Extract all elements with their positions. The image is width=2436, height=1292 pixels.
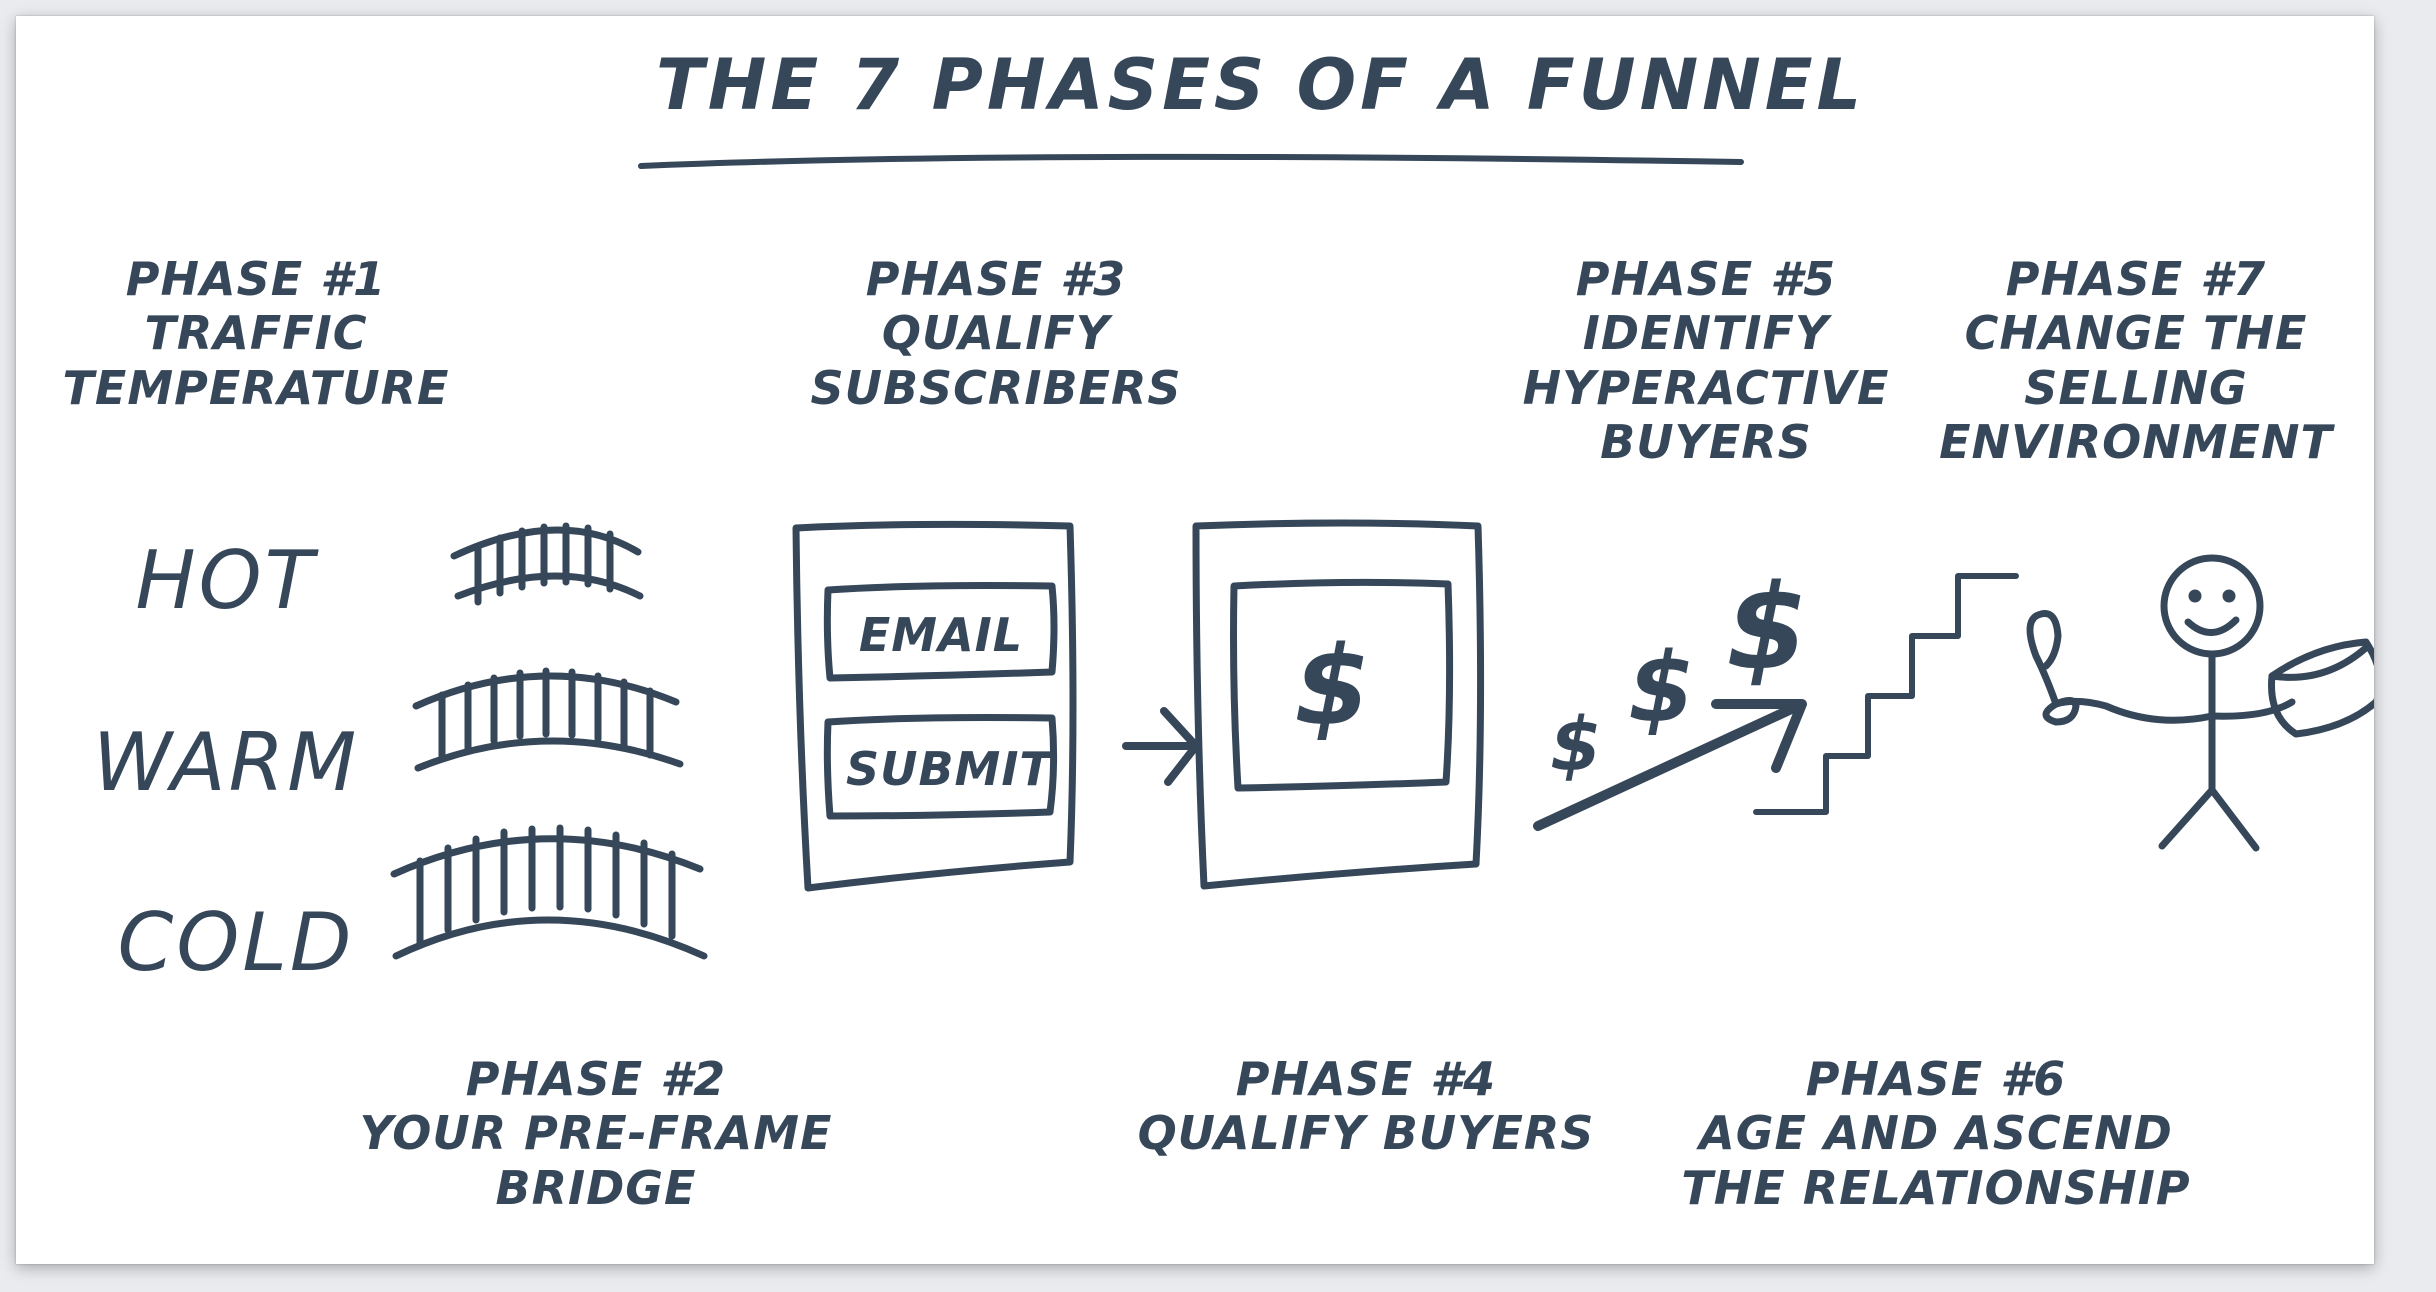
opt-in-phone-icon: [792, 520, 1077, 892]
dollar-sign-large-icon: $: [1726, 558, 1809, 696]
submit-button: SUBMIT: [846, 742, 1052, 796]
rising-arrow-icon: [1533, 699, 1807, 831]
phase-7-label: PHASE #7 CHANGE THE SELLING ENVIRONMENT: [1916, 252, 2356, 469]
submit-button-shape: [823, 714, 1058, 820]
phase-5-line-1: IDENTIFY: [1582, 306, 1830, 361]
dollar-sign-screen-icon: $: [1294, 622, 1371, 750]
stick-figure-icon: [2026, 554, 2374, 852]
phase-5-label: PHASE #5 IDENTIFY HYPERACTIVE BUYERS: [1496, 252, 1916, 469]
dollar-sign-small-icon: $: [1550, 702, 1602, 788]
temperature-hot: HOT: [135, 534, 317, 627]
phase-7-line-2: SELLING: [2024, 360, 2248, 415]
phase-7-line-3: ENVIRONMENT: [1939, 414, 2333, 469]
title-underline: [638, 153, 1744, 169]
phase-3-label: PHASE #3 QUALIFY SUBSCRIBERS: [776, 252, 1216, 415]
email-field: EMAIL: [858, 608, 1024, 662]
phase-2-line-2: BRIDGE: [495, 1160, 697, 1215]
diagram-title: THE 7 PHASES OF A FUNNEL: [656, 44, 1866, 126]
megaphone-shape: [2268, 638, 2374, 738]
bridge-cold-icon: [390, 824, 708, 960]
phase-5-heading: PHASE #5: [1575, 252, 1837, 306]
bridge-hot-icon: [450, 522, 644, 606]
phase-7-heading: PHASE #7: [2005, 252, 2267, 306]
email-field-shape: [823, 582, 1058, 682]
phase-1-line-1: TRAFFIC: [144, 306, 368, 361]
phase-6-line-1: AGE AND ASCEND: [1699, 1106, 2173, 1161]
phase-5-line-3: BUYERS: [1600, 414, 1812, 469]
phase-2-label: PHASE #2 YOUR PRE-FRAME BRIDGE: [346, 1052, 846, 1215]
phase-4-line-1: QUALIFY BUYERS: [1137, 1106, 1595, 1161]
phase-6-label: PHASE #6 AGE AND ASCEND THE RELATIONSHIP: [1636, 1052, 2236, 1215]
diagram-drawings: [390, 153, 2374, 960]
phase-2-heading: PHASE #2: [465, 1052, 727, 1106]
phase-2-line-1: YOUR PRE-FRAME: [359, 1106, 833, 1161]
temperature-warm: WARM: [92, 716, 360, 809]
phase-1-line-2: TEMPERATURE: [62, 360, 450, 415]
phase-3-heading: PHASE #3: [865, 252, 1127, 306]
staircase-icon: [1753, 573, 2019, 815]
phase-3-line-2: SUBSCRIBERS: [810, 360, 1182, 415]
dollar-sign-medium-icon: $: [1628, 632, 1695, 744]
bridge-warm-icon: [412, 667, 684, 772]
phase-1-heading: PHASE #1: [125, 252, 387, 306]
sales-phone-icon: [1192, 519, 1485, 890]
phase-4-label: PHASE #4 QUALIFY BUYERS: [1116, 1052, 1616, 1161]
phase-5-line-2: HYPERACTIVE: [1522, 360, 1890, 415]
phase-4-heading: PHASE #4: [1235, 1052, 1497, 1106]
diagram-card: THE 7 PHASES OF A FUNNEL PHASE #1 TRAFFI…: [16, 16, 2374, 1264]
temperature-cold: COLD: [117, 896, 355, 989]
arrow-right-icon: [1122, 707, 1200, 786]
phase-6-heading: PHASE #6: [1805, 1052, 2067, 1106]
phase-3-line-1: QUALIFY: [881, 306, 1111, 361]
phase-7-line-1: CHANGE THE: [1964, 306, 2308, 361]
phase-6-line-2: THE RELATIONSHIP: [1681, 1160, 2191, 1215]
phase-1-label: PHASE #1 TRAFFIC TEMPERATURE: [36, 252, 476, 415]
